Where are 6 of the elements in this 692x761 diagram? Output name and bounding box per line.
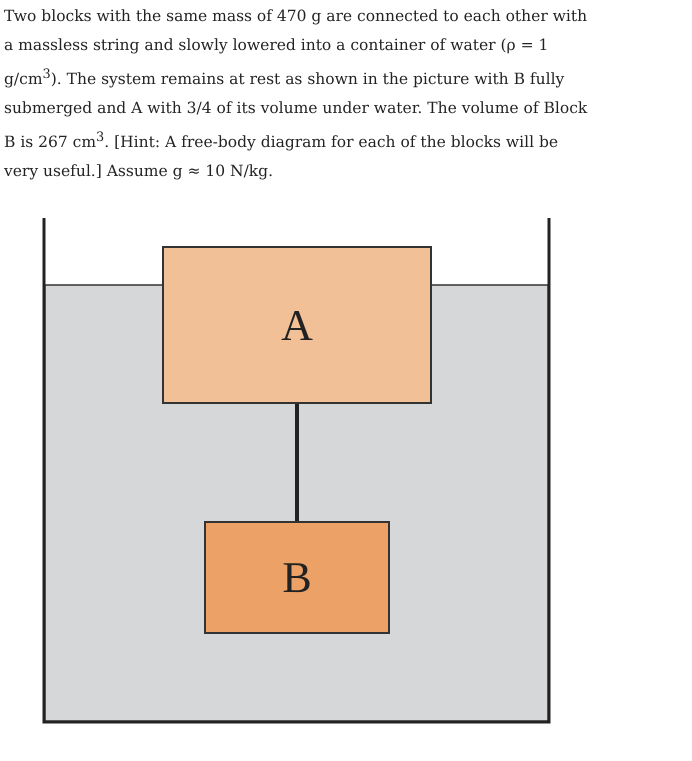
block (162, 246, 432, 404)
block-label: A (281, 300, 313, 350)
block-label: B (282, 552, 312, 603)
problem-text: Two blocks with the same mass of 470 g are connected to each other with a massless string and slowly lowered into a container of water (ρ = 1 g/cm$^{3}$). The system remains at rest as shown in the picture with B fully submerged and A with 3/4 of its volume under water. The volume of Block B is 267 cm$^{3}$. [Hint: A free-body diagram for each of the blocks will be very useful.] Assume g ≈ 10 N/kg. (4, 6, 588, 182)
string (295, 404, 299, 521)
block (204, 521, 390, 634)
